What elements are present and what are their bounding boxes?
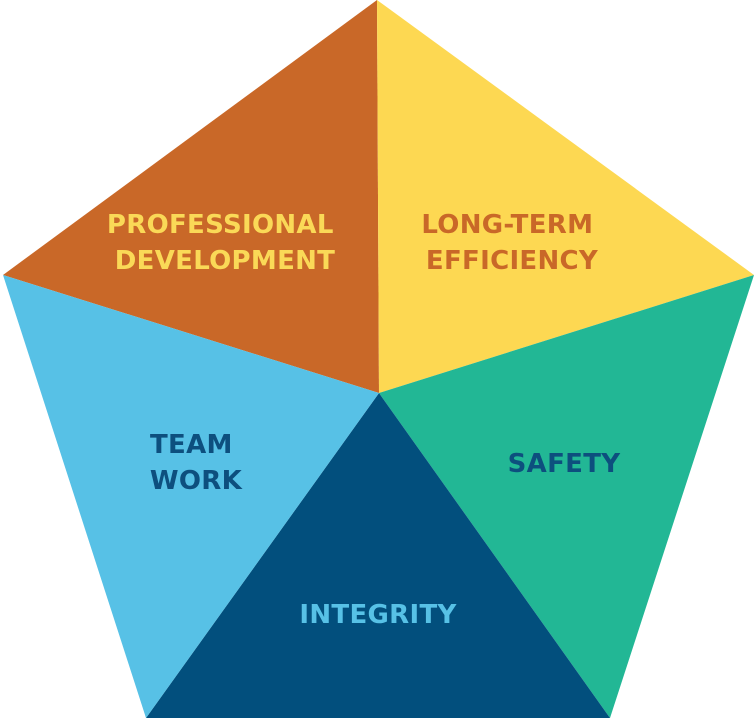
label-integrity: INTEGRITY <box>299 600 457 630</box>
label-line: INTEGRITY <box>299 600 457 630</box>
label-safety: SAFETY <box>508 449 622 479</box>
label-line: PROFESSIONAL <box>107 210 334 240</box>
label-line: EFFICIENCY <box>426 246 599 276</box>
label-professional-development: PROFESSIONAL DEVELOPMENT <box>107 210 343 276</box>
segment-professional-development[interactable] <box>3 0 379 393</box>
segment-safety[interactable] <box>379 275 754 718</box>
label-line: WORK <box>150 466 243 496</box>
label-line: LONG-TERM <box>421 210 593 240</box>
label-team-work: TEAM WORK <box>150 430 243 496</box>
label-long-term-efficiency: LONG-TERM EFFICIENCY <box>421 210 602 276</box>
label-line: SAFETY <box>508 449 622 479</box>
label-line: DEVELOPMENT <box>115 246 335 276</box>
segment-long-term-efficiency[interactable] <box>377 0 754 393</box>
segment-integrity[interactable] <box>146 393 610 718</box>
label-line: TEAM <box>150 430 233 460</box>
segment-team-work[interactable] <box>3 275 379 718</box>
